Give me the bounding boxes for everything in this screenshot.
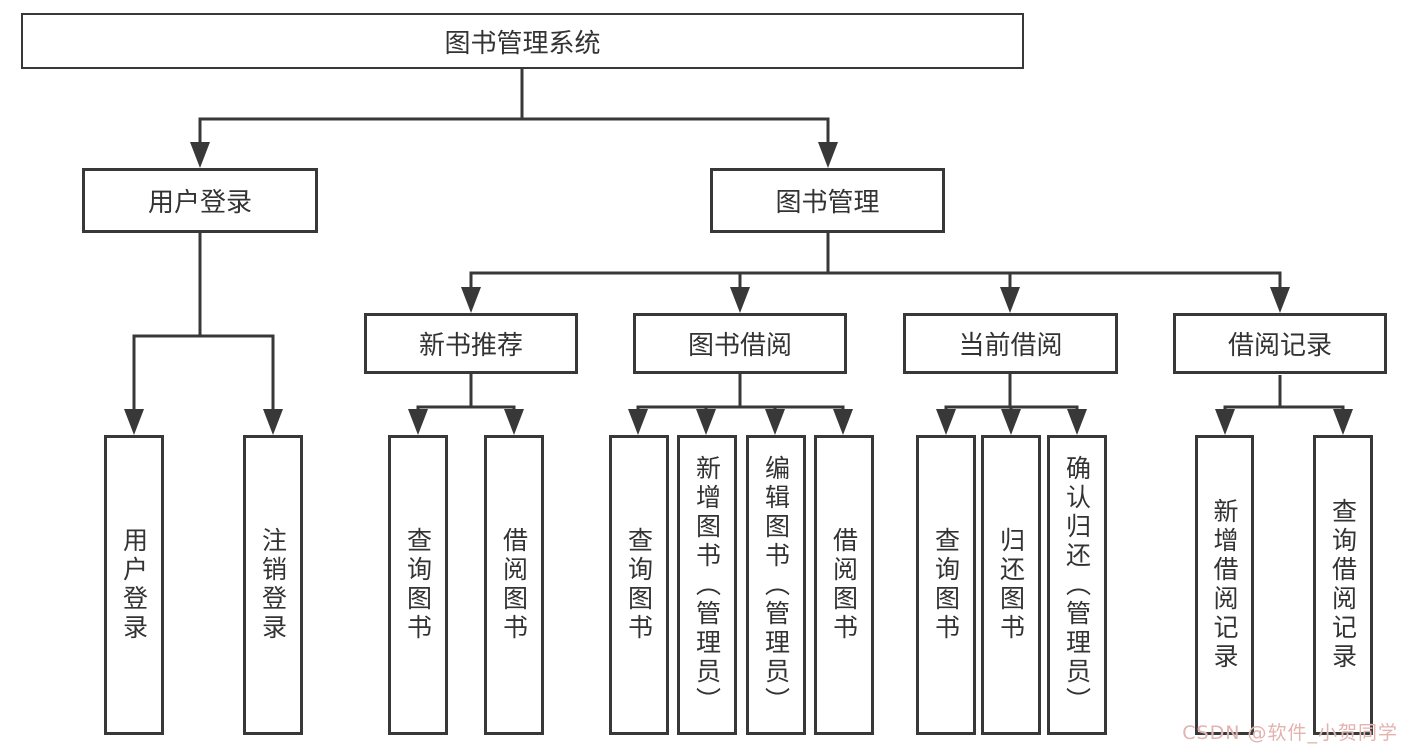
node-borrowing-add-books-admin: 新增图书（管理员） xyxy=(677,435,737,735)
node-label: 用户登录 xyxy=(147,188,252,218)
node-label: 图书管理系统 xyxy=(444,28,601,59)
node-borrowing-borrow-books: 借阅图书 xyxy=(814,435,874,735)
node-borrowing-edit-books-admin: 编辑图书（管理员） xyxy=(746,435,806,735)
node-leaf-logout: 注销登录 xyxy=(243,435,303,735)
node-user-login: 用户登录 xyxy=(82,168,318,233)
node-label: 新增借阅记录 xyxy=(1210,498,1239,672)
node-current-confirm-return-admin: 确认归还（管理员） xyxy=(1047,435,1107,735)
node-label: 借阅记录 xyxy=(1227,331,1332,361)
node-label: 当前借阅 xyxy=(958,331,1063,361)
node-label: 编辑图书（管理员） xyxy=(761,454,791,716)
node-label: 查询图书 xyxy=(624,527,654,643)
csdn-watermark: CSDN @软件_小贺同学 xyxy=(1182,722,1398,744)
node-label: 确认归还（管理员） xyxy=(1062,454,1092,716)
node-leaf-user-login: 用户登录 xyxy=(104,435,164,735)
node-current-query-books: 查询图书 xyxy=(916,435,976,735)
node-borrowing-query-books: 查询图书 xyxy=(609,435,669,735)
node-current-borrowing: 当前借阅 xyxy=(903,313,1118,374)
node-label: 借阅图书 xyxy=(829,527,859,643)
node-label: 新书推荐 xyxy=(418,331,523,361)
node-label: 图书管理 xyxy=(775,188,880,218)
node-library-management-system: 图书管理系统 xyxy=(21,13,1024,69)
node-recommend-query-books: 查询图书 xyxy=(388,435,448,735)
node-label: 归还图书 xyxy=(996,527,1026,643)
node-label: 图书借阅 xyxy=(687,331,792,361)
node-book-management: 图书管理 xyxy=(710,168,945,233)
node-label: 查询图书 xyxy=(403,527,433,643)
node-recommend-borrow-books: 借阅图书 xyxy=(484,435,544,735)
node-current-return-books: 归还图书 xyxy=(981,435,1041,735)
node-book-borrowing: 图书借阅 xyxy=(633,313,847,374)
node-label: 查询图书 xyxy=(931,527,961,643)
node-label: 查询借阅记录 xyxy=(1328,498,1358,672)
node-records-query-borrow-record: 查询借阅记录 xyxy=(1313,435,1373,735)
node-label: 借阅图书 xyxy=(499,527,529,643)
node-label: 注销登录 xyxy=(258,527,288,643)
node-records-add-borrow-record: 新增借阅记录 xyxy=(1195,435,1254,735)
node-new-book-recommendation: 新书推荐 xyxy=(364,313,578,374)
node-label: 用户登录 xyxy=(119,527,149,643)
node-label: 新增图书（管理员） xyxy=(692,454,722,716)
node-borrowing-records: 借阅记录 xyxy=(1173,313,1387,374)
